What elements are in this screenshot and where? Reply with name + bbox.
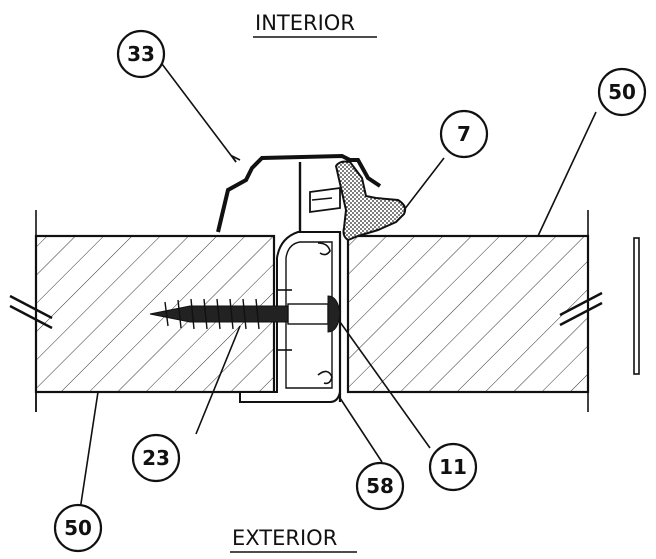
edge-bar [633,237,640,375]
svg-text:7: 7 [457,122,471,146]
screw [149,295,341,333]
callout-23: 23 [131,433,181,483]
svg-text:50: 50 [608,80,636,104]
callout-7: 7 [439,109,489,159]
interior-label: INTERIOR [255,11,355,35]
callout-11: 11 [428,442,478,492]
svg-text:50: 50 [64,516,92,540]
callout-33: 33 [116,29,166,79]
callout-50-top: 50 [597,67,647,117]
gasket [334,160,407,242]
svg-text:23: 23 [142,446,170,470]
leader-lines [79,63,597,511]
cap-profile [216,153,382,233]
callout-58: 58 [355,461,405,511]
callout-50-bottom: 50 [53,503,103,553]
svg-text:11: 11 [439,455,467,479]
exterior-label: EXTERIOR [232,526,337,550]
svg-text:58: 58 [366,474,394,498]
svg-text:33: 33 [127,42,155,66]
right-panel [346,210,603,412]
